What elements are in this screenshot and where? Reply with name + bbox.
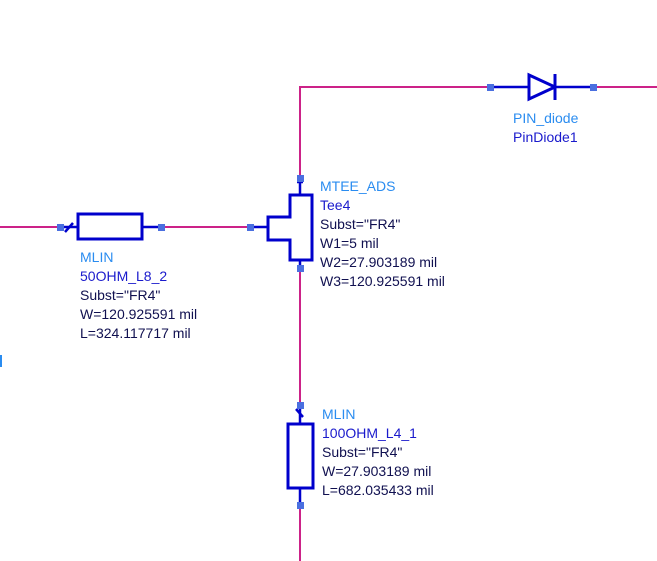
mlin100-body bbox=[286, 422, 315, 490]
mlin50-label: MLIN 50OHM_L8_2 Subst="FR4" W=120.925591… bbox=[80, 248, 197, 343]
mlin-50ohm-symbol[interactable] bbox=[57, 212, 165, 241]
diode-triangle bbox=[527, 72, 559, 102]
mlin50-body bbox=[76, 212, 144, 241]
tee-label: MTEE_ADS Tee4 Subst="FR4" W1=5 mil W2=27… bbox=[320, 177, 445, 291]
mlin100-pin-2[interactable] bbox=[297, 502, 304, 509]
mlin-100ohm-symbol[interactable] bbox=[286, 402, 315, 509]
tee-pin-bottom[interactable] bbox=[297, 265, 304, 272]
mlin50-param-l[interactable]: L=324.117717 mil bbox=[80, 325, 191, 341]
mlin100-param-w[interactable]: W=27.903189 mil bbox=[322, 463, 432, 479]
pin-diode-symbol[interactable] bbox=[487, 72, 597, 102]
tee-type: MTEE_ADS bbox=[320, 178, 396, 194]
mlin50-pin-2[interactable] bbox=[158, 224, 165, 231]
diode-type: PIN_diode bbox=[513, 110, 579, 126]
mlin100-type: MLIN bbox=[322, 406, 356, 422]
tee-param-subst[interactable]: Subst="FR4" bbox=[320, 216, 401, 232]
tee-instance-name[interactable]: Tee4 bbox=[320, 197, 351, 213]
mlin50-instance-name[interactable]: 50OHM_L8_2 bbox=[80, 268, 168, 284]
diode-pin-cathode[interactable] bbox=[590, 84, 597, 91]
mlin100-instance-name[interactable]: 100OHM_L4_1 bbox=[322, 425, 417, 441]
tee-param-w1[interactable]: W1=5 mil bbox=[320, 235, 379, 251]
tee-param-w2[interactable]: W2=27.903189 mil bbox=[320, 254, 438, 270]
mtee-symbol[interactable] bbox=[247, 175, 314, 272]
mlin50-pin-1[interactable] bbox=[57, 224, 64, 231]
diode-instance-name[interactable]: PinDiode1 bbox=[513, 129, 578, 145]
tee-param-w3[interactable]: W3=120.925591 mil bbox=[320, 273, 445, 289]
tee-pin-left[interactable] bbox=[247, 224, 254, 231]
wire-tee-to-diode[interactable] bbox=[299, 86, 490, 180]
mlin50-type: MLIN bbox=[80, 249, 114, 265]
diode-label: PIN_diode PinDiode1 bbox=[513, 109, 578, 147]
mlin100-label: MLIN 100OHM_L4_1 Subst="FR4" W=27.903189… bbox=[322, 405, 434, 500]
diode-pin-anode[interactable] bbox=[487, 84, 494, 91]
tee-pin-top[interactable] bbox=[297, 175, 304, 182]
mlin50-port-marker bbox=[64, 222, 74, 233]
mlin100-param-l[interactable]: L=682.035433 mil bbox=[322, 482, 434, 498]
mlin100-port-marker bbox=[295, 408, 304, 418]
offscreen-component-edge bbox=[0, 355, 2, 367]
mlin50-param-subst[interactable]: Subst="FR4" bbox=[80, 287, 161, 303]
wires bbox=[0, 86, 657, 561]
mlin100-param-subst[interactable]: Subst="FR4" bbox=[322, 444, 403, 460]
tee-body bbox=[266, 193, 314, 262]
mlin50-param-w[interactable]: W=120.925591 mil bbox=[80, 306, 198, 322]
mlin100-pin-1[interactable] bbox=[297, 402, 304, 409]
